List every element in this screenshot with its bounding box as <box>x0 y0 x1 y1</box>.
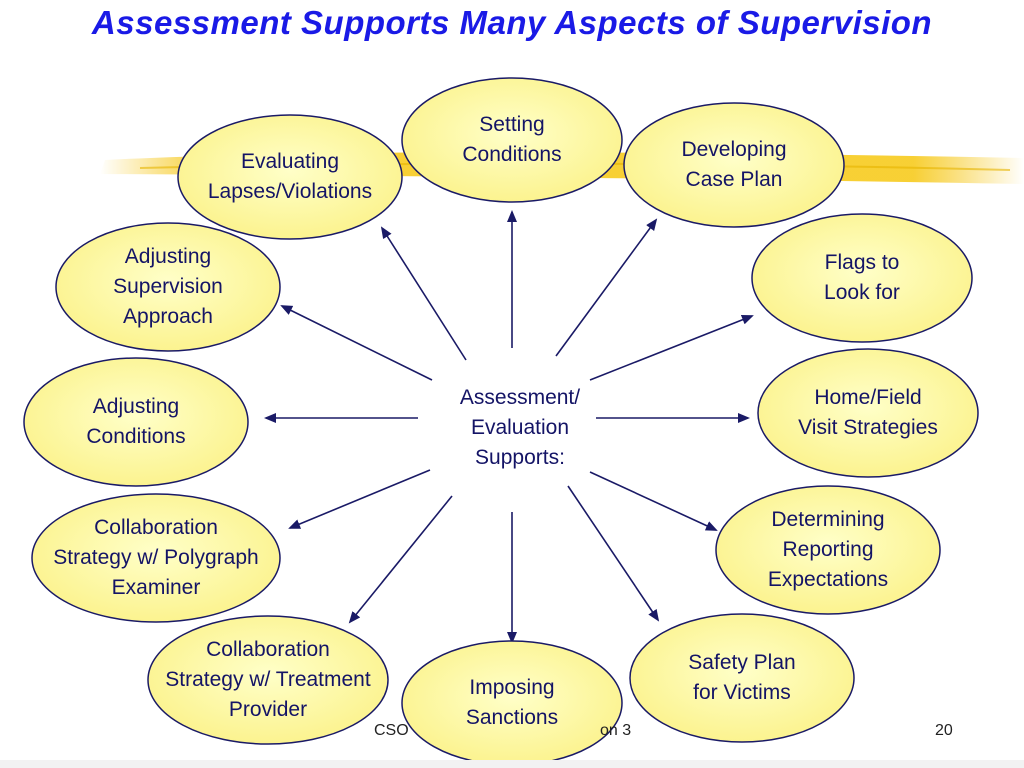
node-evaluating-lapses-ellipse <box>177 114 403 240</box>
arrow-to-developing-case-plan <box>555 218 658 357</box>
node-setting-conditions-ellipse <box>401 77 623 203</box>
node-collab-treatment-label: Collaboration Strategy w/ Treatment Prov… <box>165 638 371 721</box>
arrow-to-safety-plan <box>567 485 660 622</box>
node-setting-conditions-label: Setting Conditions <box>462 113 562 166</box>
node-safety-plan-label: Safety Plan for Victims <box>688 651 796 704</box>
arrow-to-collab-polygraph <box>288 469 431 529</box>
node-adjusting-conditions-label: Adjusting Conditions <box>86 395 186 448</box>
node-developing-case-plan-label: Developing Case Plan <box>681 138 787 191</box>
node-home-field-visit-ellipse <box>757 348 979 478</box>
ellipses-group <box>23 77 979 766</box>
arrow-to-flags-to-look-for <box>589 315 754 381</box>
node-adjusting-supervision-ellipse <box>55 222 281 352</box>
node-collab-polygraph-ellipse <box>31 493 281 623</box>
bottom-rule <box>0 760 1024 768</box>
page-number: 20 <box>935 722 953 739</box>
arrow-to-determining-reporting <box>589 471 718 531</box>
footer-middle-text: on 3 <box>600 722 632 739</box>
node-imposing-sanctions-label: Imposing Sanctions <box>465 676 559 729</box>
arrow-to-evaluating-lapses <box>380 226 467 361</box>
footer-left-text: CSO <box>374 722 409 739</box>
node-flags-to-look-for-label: Flags to Look for <box>824 251 900 304</box>
node-collab-polygraph-label: Collaboration Strategy w/ Polygraph Exam… <box>53 516 259 599</box>
node-home-field-visit-label: Home/Field Visit Strategies <box>798 386 938 439</box>
node-safety-plan-ellipse <box>629 613 855 743</box>
node-developing-case-plan-ellipse <box>623 102 845 228</box>
arrow-to-collab-treatment <box>348 495 453 624</box>
arrow-to-adjusting-supervision <box>280 305 433 381</box>
node-determining-reporting-ellipse <box>715 485 941 615</box>
node-evaluating-lapses-label: Evaluating Lapses/Violations <box>207 150 373 203</box>
node-adjusting-supervision-label: Adjusting Supervision Approach <box>113 245 223 328</box>
node-flags-to-look-for-ellipse <box>751 213 973 343</box>
node-collab-treatment-ellipse <box>147 615 389 745</box>
node-adjusting-conditions-ellipse <box>23 357 249 487</box>
node-determining-reporting-label: Determining Reporting Expectations <box>767 508 889 591</box>
center-label: Assessment/ Evaluation Supports: <box>459 386 581 469</box>
slide-title: Assessment Supports Many Aspects of Supe… <box>91 4 933 41</box>
arrows-group <box>264 210 754 644</box>
